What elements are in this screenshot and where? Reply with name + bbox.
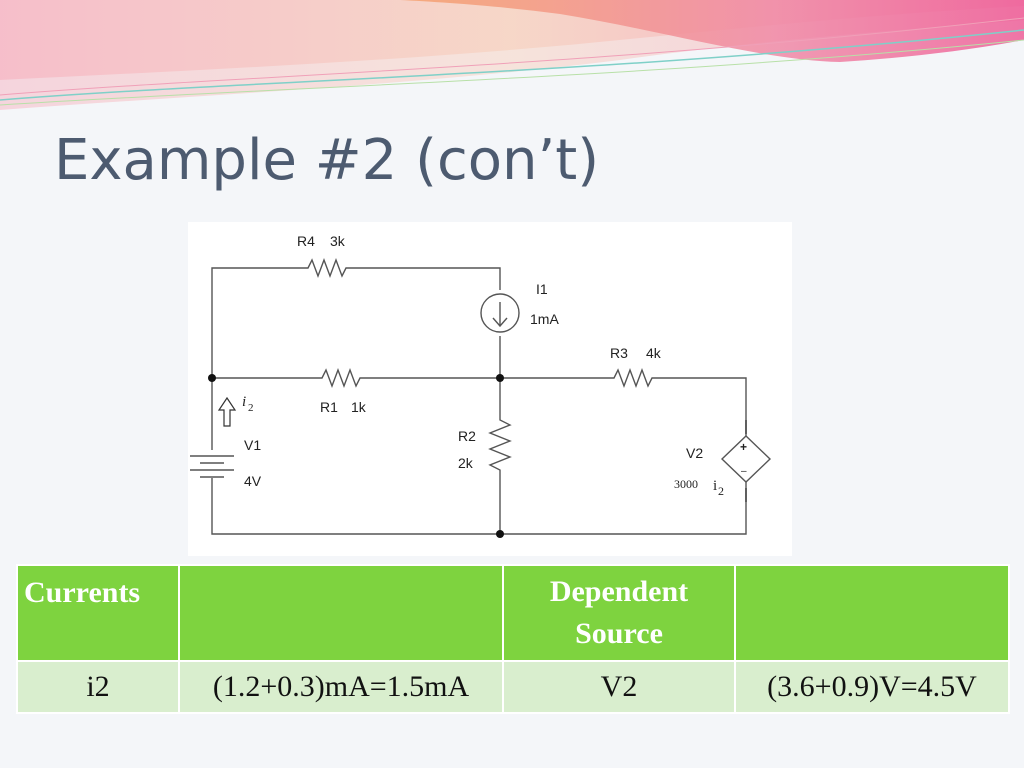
node-dot bbox=[496, 530, 504, 538]
node-dot bbox=[496, 374, 504, 382]
r2-value: 2k bbox=[458, 455, 474, 471]
cell-current-name: i2 bbox=[16, 660, 180, 714]
r1-name: R1 bbox=[320, 399, 338, 415]
arrow-down-icon bbox=[492, 302, 508, 328]
current-source-i1 bbox=[480, 293, 520, 333]
r4-value: 3k bbox=[330, 233, 346, 249]
header-currents: Currents bbox=[16, 564, 180, 662]
v2-control-symbol: i bbox=[713, 478, 717, 494]
current-i2-subscript: 2 bbox=[248, 402, 254, 414]
r4-name: R4 bbox=[297, 233, 315, 249]
slide-title: Example #2 (con’t) bbox=[54, 128, 600, 193]
v1-value: 4V bbox=[244, 473, 262, 489]
node-dot bbox=[208, 374, 216, 382]
r1-value: 1k bbox=[351, 399, 367, 415]
hollow-arrow-up-icon bbox=[217, 396, 237, 427]
dependent-source-v2 bbox=[720, 435, 772, 483]
circuit-diagram: R4 3k I1 1mA R3 4k R1 1k R2 2k V1 4V V2 … bbox=[188, 222, 792, 556]
cell-source-name: V2 bbox=[502, 660, 736, 714]
resistor-r4 bbox=[300, 258, 501, 290]
wire bbox=[211, 267, 300, 378]
r3-value: 4k bbox=[646, 345, 662, 361]
resistor-r2 bbox=[488, 378, 512, 534]
i1-value: 1mA bbox=[530, 311, 559, 327]
decorative-banner bbox=[0, 0, 1024, 110]
resistor-r3 bbox=[500, 368, 747, 436]
resistor-r1 bbox=[212, 368, 500, 388]
v2-gain: 3000 bbox=[674, 477, 698, 491]
wire bbox=[211, 478, 747, 535]
table-row: i2 (1.2+0.3)mA=1.5mA V2 (3.6+0.9)V=4.5V bbox=[16, 660, 1010, 714]
header-empty-2 bbox=[734, 564, 1010, 662]
r2-name: R2 bbox=[458, 428, 476, 444]
header-dependent-source: Dependent Source bbox=[502, 564, 736, 662]
r3-name: R3 bbox=[610, 345, 628, 361]
v2-name: V2 bbox=[686, 445, 703, 461]
i1-name: I1 bbox=[536, 281, 548, 297]
cell-current-value: (1.2+0.3)mA=1.5mA bbox=[178, 660, 504, 714]
header-empty-1 bbox=[178, 564, 504, 662]
current-i2-symbol: i bbox=[242, 394, 246, 410]
table-header-row: Currents Dependent Source bbox=[16, 564, 1010, 662]
v1-name: V1 bbox=[244, 437, 261, 453]
results-table: Currents Dependent Source i2 (1.2+0.3)mA… bbox=[16, 564, 1010, 714]
cell-source-value: (3.6+0.9)V=4.5V bbox=[734, 660, 1010, 714]
minus-sign: – bbox=[741, 466, 747, 477]
v2-control-subscript: 2 bbox=[718, 484, 724, 498]
plus-sign: + bbox=[740, 440, 747, 454]
